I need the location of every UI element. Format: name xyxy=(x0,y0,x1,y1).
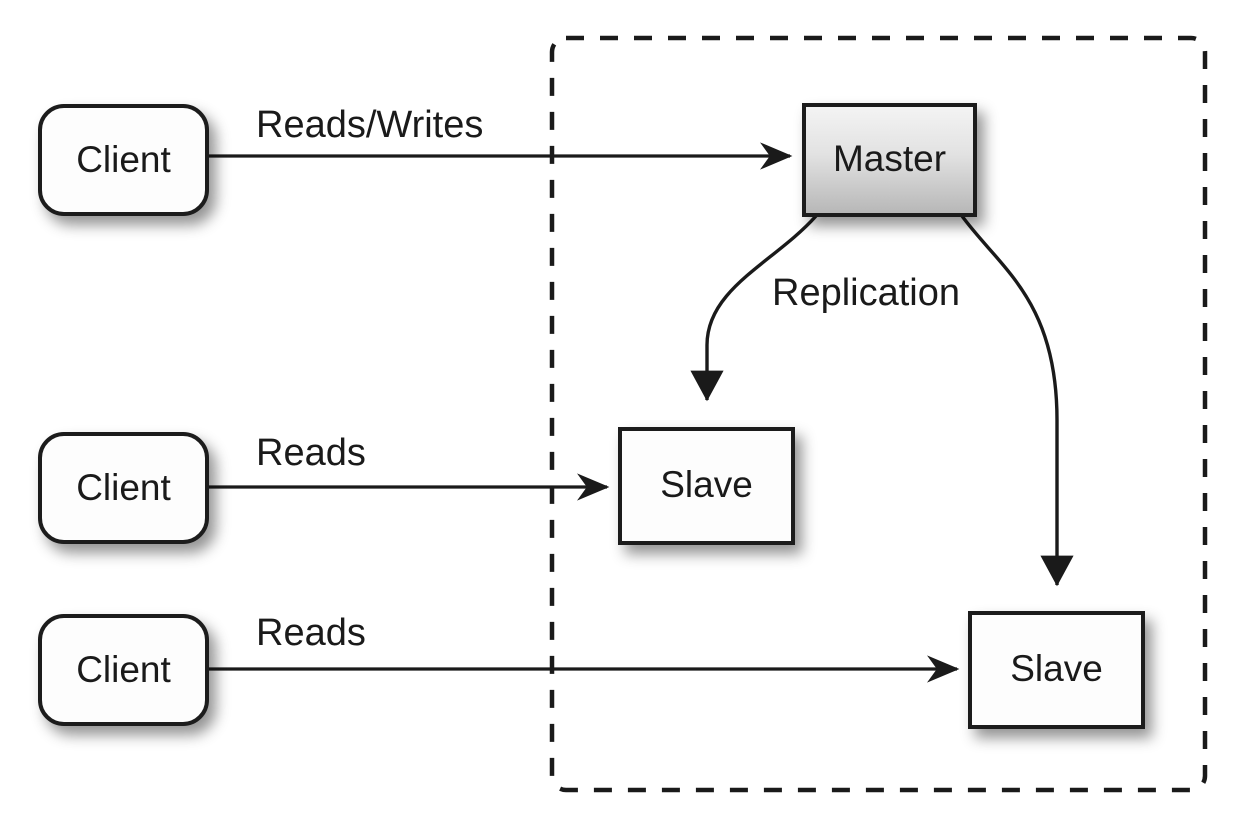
edge-label-replication: Replication xyxy=(772,272,960,314)
client-3-box xyxy=(38,614,209,726)
node-master[interactable]: Master xyxy=(802,103,977,217)
edge-label-reads-slave2: Reads xyxy=(256,612,366,654)
node-slave-2[interactable]: Slave xyxy=(968,611,1145,729)
replication-cluster-boundary xyxy=(549,35,1208,793)
slave-1-box xyxy=(618,427,795,545)
client-3-label: Client xyxy=(76,649,171,690)
client-1-box xyxy=(38,104,209,216)
node-client-3[interactable]: Client xyxy=(38,614,209,726)
edge-label-reads-slave1: Reads xyxy=(256,432,366,474)
client-1-label: Client xyxy=(76,139,171,180)
edge-label-reads-writes: Reads/Writes xyxy=(256,104,483,146)
node-client-2[interactable]: Client xyxy=(38,432,209,544)
master-label: Master xyxy=(833,138,946,179)
node-slave-1[interactable]: Slave xyxy=(618,427,795,545)
slave-2-box xyxy=(968,611,1145,729)
master-box xyxy=(802,103,977,217)
edge-master-slave1-replication xyxy=(690,214,818,402)
edge-master-slave2-replication xyxy=(960,214,1074,587)
client-2-label: Client xyxy=(76,467,171,508)
slave-2-label: Slave xyxy=(1010,648,1103,689)
client-2-box xyxy=(38,432,209,544)
slave-1-label: Slave xyxy=(660,464,753,505)
node-client-1[interactable]: Client xyxy=(38,104,209,216)
